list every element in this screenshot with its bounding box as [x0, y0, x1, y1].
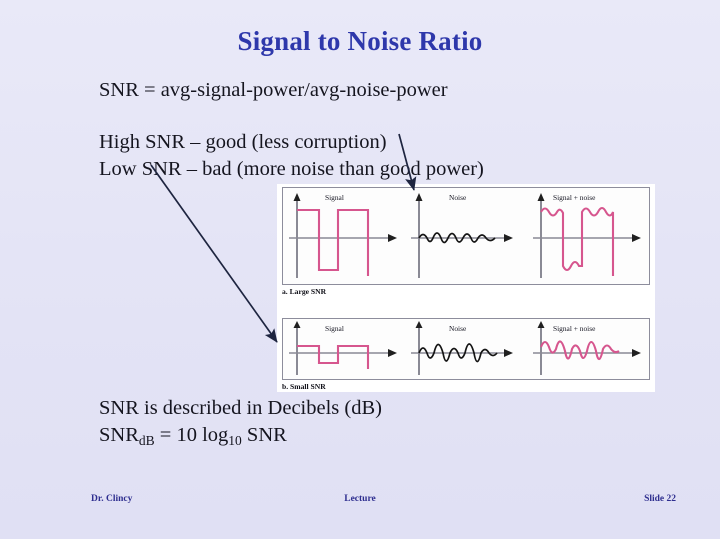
- caption-large-snr: a. Large SNR: [282, 287, 327, 296]
- plot-large-snr-signal: Signal: [283, 188, 405, 284]
- footer-slide-number: Slide 22: [644, 494, 676, 504]
- formula-lead: SNR: [99, 424, 139, 446]
- snr-definition-line: SNR = avg-signal-power/avg-noise-power: [99, 79, 448, 101]
- plot-label-signal: Signal: [325, 324, 344, 333]
- low-snr-line: Low SNR – bad (more noise than good powe…: [99, 158, 484, 180]
- footer-author: Dr. Clincy: [91, 494, 133, 504]
- waveform-signal-small: [289, 321, 397, 375]
- panel-large-snr: Signal Noise: [282, 187, 650, 285]
- snr-db-formula: SNRdB = 10 log10 SNR: [99, 424, 287, 448]
- caption-small-snr: b. Small SNR: [282, 382, 326, 391]
- waveform-noise-small: [411, 321, 513, 375]
- plot-small-snr-signal: Signal: [283, 319, 405, 379]
- plot-label-signal: Signal: [325, 193, 344, 202]
- waveform-noise-large: [411, 193, 513, 278]
- decibels-line: SNR is described in Decibels (dB): [99, 397, 382, 419]
- snr-figure: Signal Noise: [277, 184, 655, 392]
- waveform-signal-plus-noise-small: [533, 321, 641, 375]
- footer-lecture: Lecture: [344, 494, 376, 504]
- panel-small-snr: Signal Noise: [282, 318, 650, 380]
- plot-large-snr-noise: Noise: [405, 188, 527, 284]
- plot-large-snr-signal-plus-noise: Signal + noise: [527, 188, 649, 284]
- plot-label-signal-plus-noise: Signal + noise: [553, 193, 596, 202]
- formula-mid: = 10 log: [154, 424, 229, 446]
- page-title: Signal to Noise Ratio: [237, 26, 483, 56]
- high-snr-line: High SNR – good (less corruption): [99, 131, 387, 153]
- formula-tail: SNR: [241, 424, 287, 446]
- arrow-to-small-snr: [150, 164, 278, 343]
- plot-label-signal-plus-noise: Signal + noise: [553, 324, 596, 333]
- plot-small-snr-noise: Noise: [405, 319, 527, 379]
- waveform-signal-plus-noise-large: [533, 193, 641, 278]
- plot-small-snr-signal-plus-noise: Signal + noise: [527, 319, 649, 379]
- formula-subscript-ten: 10: [228, 433, 242, 448]
- plot-label-noise: Noise: [449, 193, 467, 202]
- plot-label-noise: Noise: [449, 324, 467, 333]
- formula-subscript-db: dB: [138, 433, 155, 448]
- waveform-signal-large: [289, 193, 397, 278]
